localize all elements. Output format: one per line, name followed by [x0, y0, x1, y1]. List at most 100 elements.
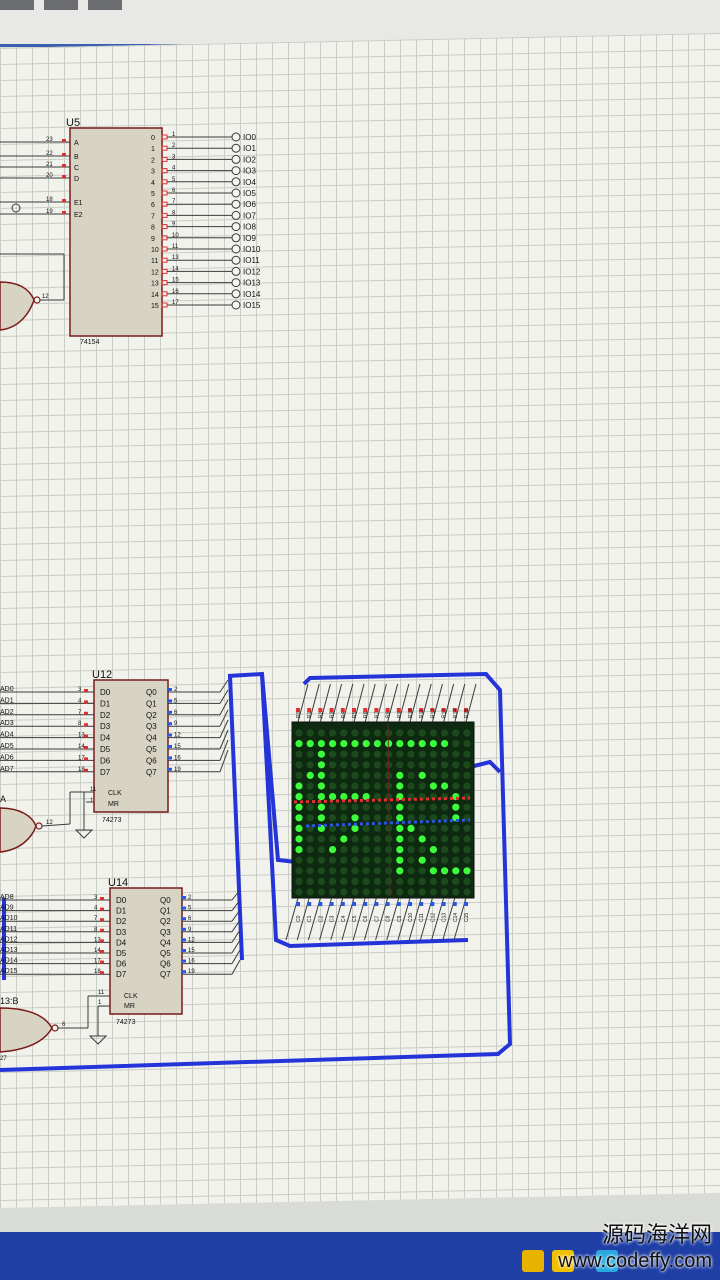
bus-entry [231, 899, 241, 911]
led-off [340, 761, 348, 769]
chip-input-label: D3 [100, 722, 111, 731]
led-off [317, 888, 325, 896]
matrix-col-label: C12 [430, 913, 436, 922]
chip-output-label: Q4 [146, 734, 157, 743]
led-off [306, 856, 314, 864]
led-off [306, 729, 314, 737]
terminal-icon[interactable] [231, 266, 241, 276]
led-off [373, 761, 381, 769]
matrix-col-label: C11 [419, 913, 425, 922]
chip-u5-output-label: 14 [151, 292, 159, 299]
pin-marker [408, 902, 412, 906]
chip-u14-body[interactable] [109, 887, 183, 1015]
app-icon[interactable] [522, 1250, 544, 1272]
pin-number: 9 [172, 222, 176, 228]
bus-entry [231, 959, 241, 975]
terminal-icon[interactable] [231, 244, 241, 254]
chip-u5-output-label: 12 [151, 269, 159, 276]
terminal-icon[interactable] [231, 233, 241, 243]
gate-bubble [33, 296, 41, 304]
pin-number: 20 [46, 173, 53, 179]
led-on [396, 803, 404, 811]
terminal-icon[interactable] [231, 188, 241, 198]
led-off [329, 856, 337, 864]
pin-number: 8 [172, 210, 176, 216]
led-off [351, 771, 359, 780]
matrix-pin-wire [443, 683, 455, 723]
chip-input-label: D2 [116, 917, 127, 926]
pin-marker [318, 708, 323, 712]
led-off [429, 793, 437, 801]
io-terminal-label: IO7 [243, 211, 256, 220]
terminal-icon[interactable] [231, 199, 241, 209]
pin-marker [182, 949, 186, 952]
led-off [452, 846, 460, 854]
chip-u5-output-label: 7 [151, 213, 155, 220]
terminal-icon[interactable] [11, 203, 21, 213]
led-on [317, 771, 325, 780]
nand-gate-u13b[interactable] [0, 1007, 53, 1053]
led-off [362, 877, 370, 886]
led-off [373, 729, 381, 737]
pin-number: 13 [78, 733, 85, 739]
pin-marker [182, 938, 186, 942]
led-on [396, 814, 404, 822]
led-on [429, 740, 437, 748]
app-icon[interactable] [596, 1250, 618, 1272]
chip-u5-body[interactable] [69, 127, 163, 337]
chip-u12-body[interactable] [93, 679, 169, 813]
pin-number: 12 [188, 937, 195, 943]
terminal-icon[interactable] [231, 154, 241, 164]
nand-gate-u12[interactable] [0, 807, 37, 853]
chip-u5-output-label: 13 [151, 281, 159, 288]
pin-marker [84, 689, 88, 692]
terminal-icon[interactable] [231, 132, 241, 142]
terminal-icon[interactable] [231, 166, 241, 176]
led-off [407, 867, 415, 875]
nand-gate-u5[interactable] [0, 281, 35, 331]
led-off [418, 729, 426, 737]
net-label: AD10 [0, 915, 18, 922]
chip-u5-output-label: 15 [151, 303, 159, 310]
toolbar-tab[interactable] [88, 0, 122, 10]
pin-marker [340, 902, 345, 906]
pin-marker [452, 708, 457, 712]
led-off [441, 846, 449, 854]
led-off [306, 846, 314, 854]
led-off [429, 877, 437, 886]
led-off [429, 814, 437, 822]
led-off [385, 856, 393, 864]
net-label: AD12 [0, 936, 18, 943]
terminal-icon[interactable] [231, 177, 241, 187]
led-off [463, 782, 471, 790]
terminal-icon[interactable] [231, 278, 241, 288]
terminal-icon[interactable] [231, 143, 241, 153]
led-off [317, 729, 325, 737]
chip-output-label: Q1 [160, 907, 171, 916]
led-off [351, 782, 359, 790]
led-on [407, 740, 415, 748]
net-label: AD0 [0, 686, 14, 693]
pin-number: 16 [174, 755, 181, 761]
pin-number: 16 [172, 289, 179, 295]
net-label: AD3 [0, 720, 14, 727]
toolbar-tab[interactable] [44, 0, 78, 10]
led-off [351, 750, 359, 758]
led-off [441, 803, 449, 811]
io-terminal-label: IO14 [243, 290, 261, 299]
led-off [340, 856, 348, 864]
terminal-icon[interactable] [231, 300, 241, 310]
terminal-icon[interactable] [231, 255, 241, 265]
pin-marker [318, 902, 323, 906]
terminal-icon[interactable] [231, 210, 241, 220]
led-off [418, 877, 426, 886]
toolbar-tab[interactable] [0, 0, 34, 10]
app-icon[interactable] [552, 1250, 574, 1272]
terminal-icon[interactable] [231, 222, 241, 232]
terminal-icon[interactable] [231, 289, 241, 299]
